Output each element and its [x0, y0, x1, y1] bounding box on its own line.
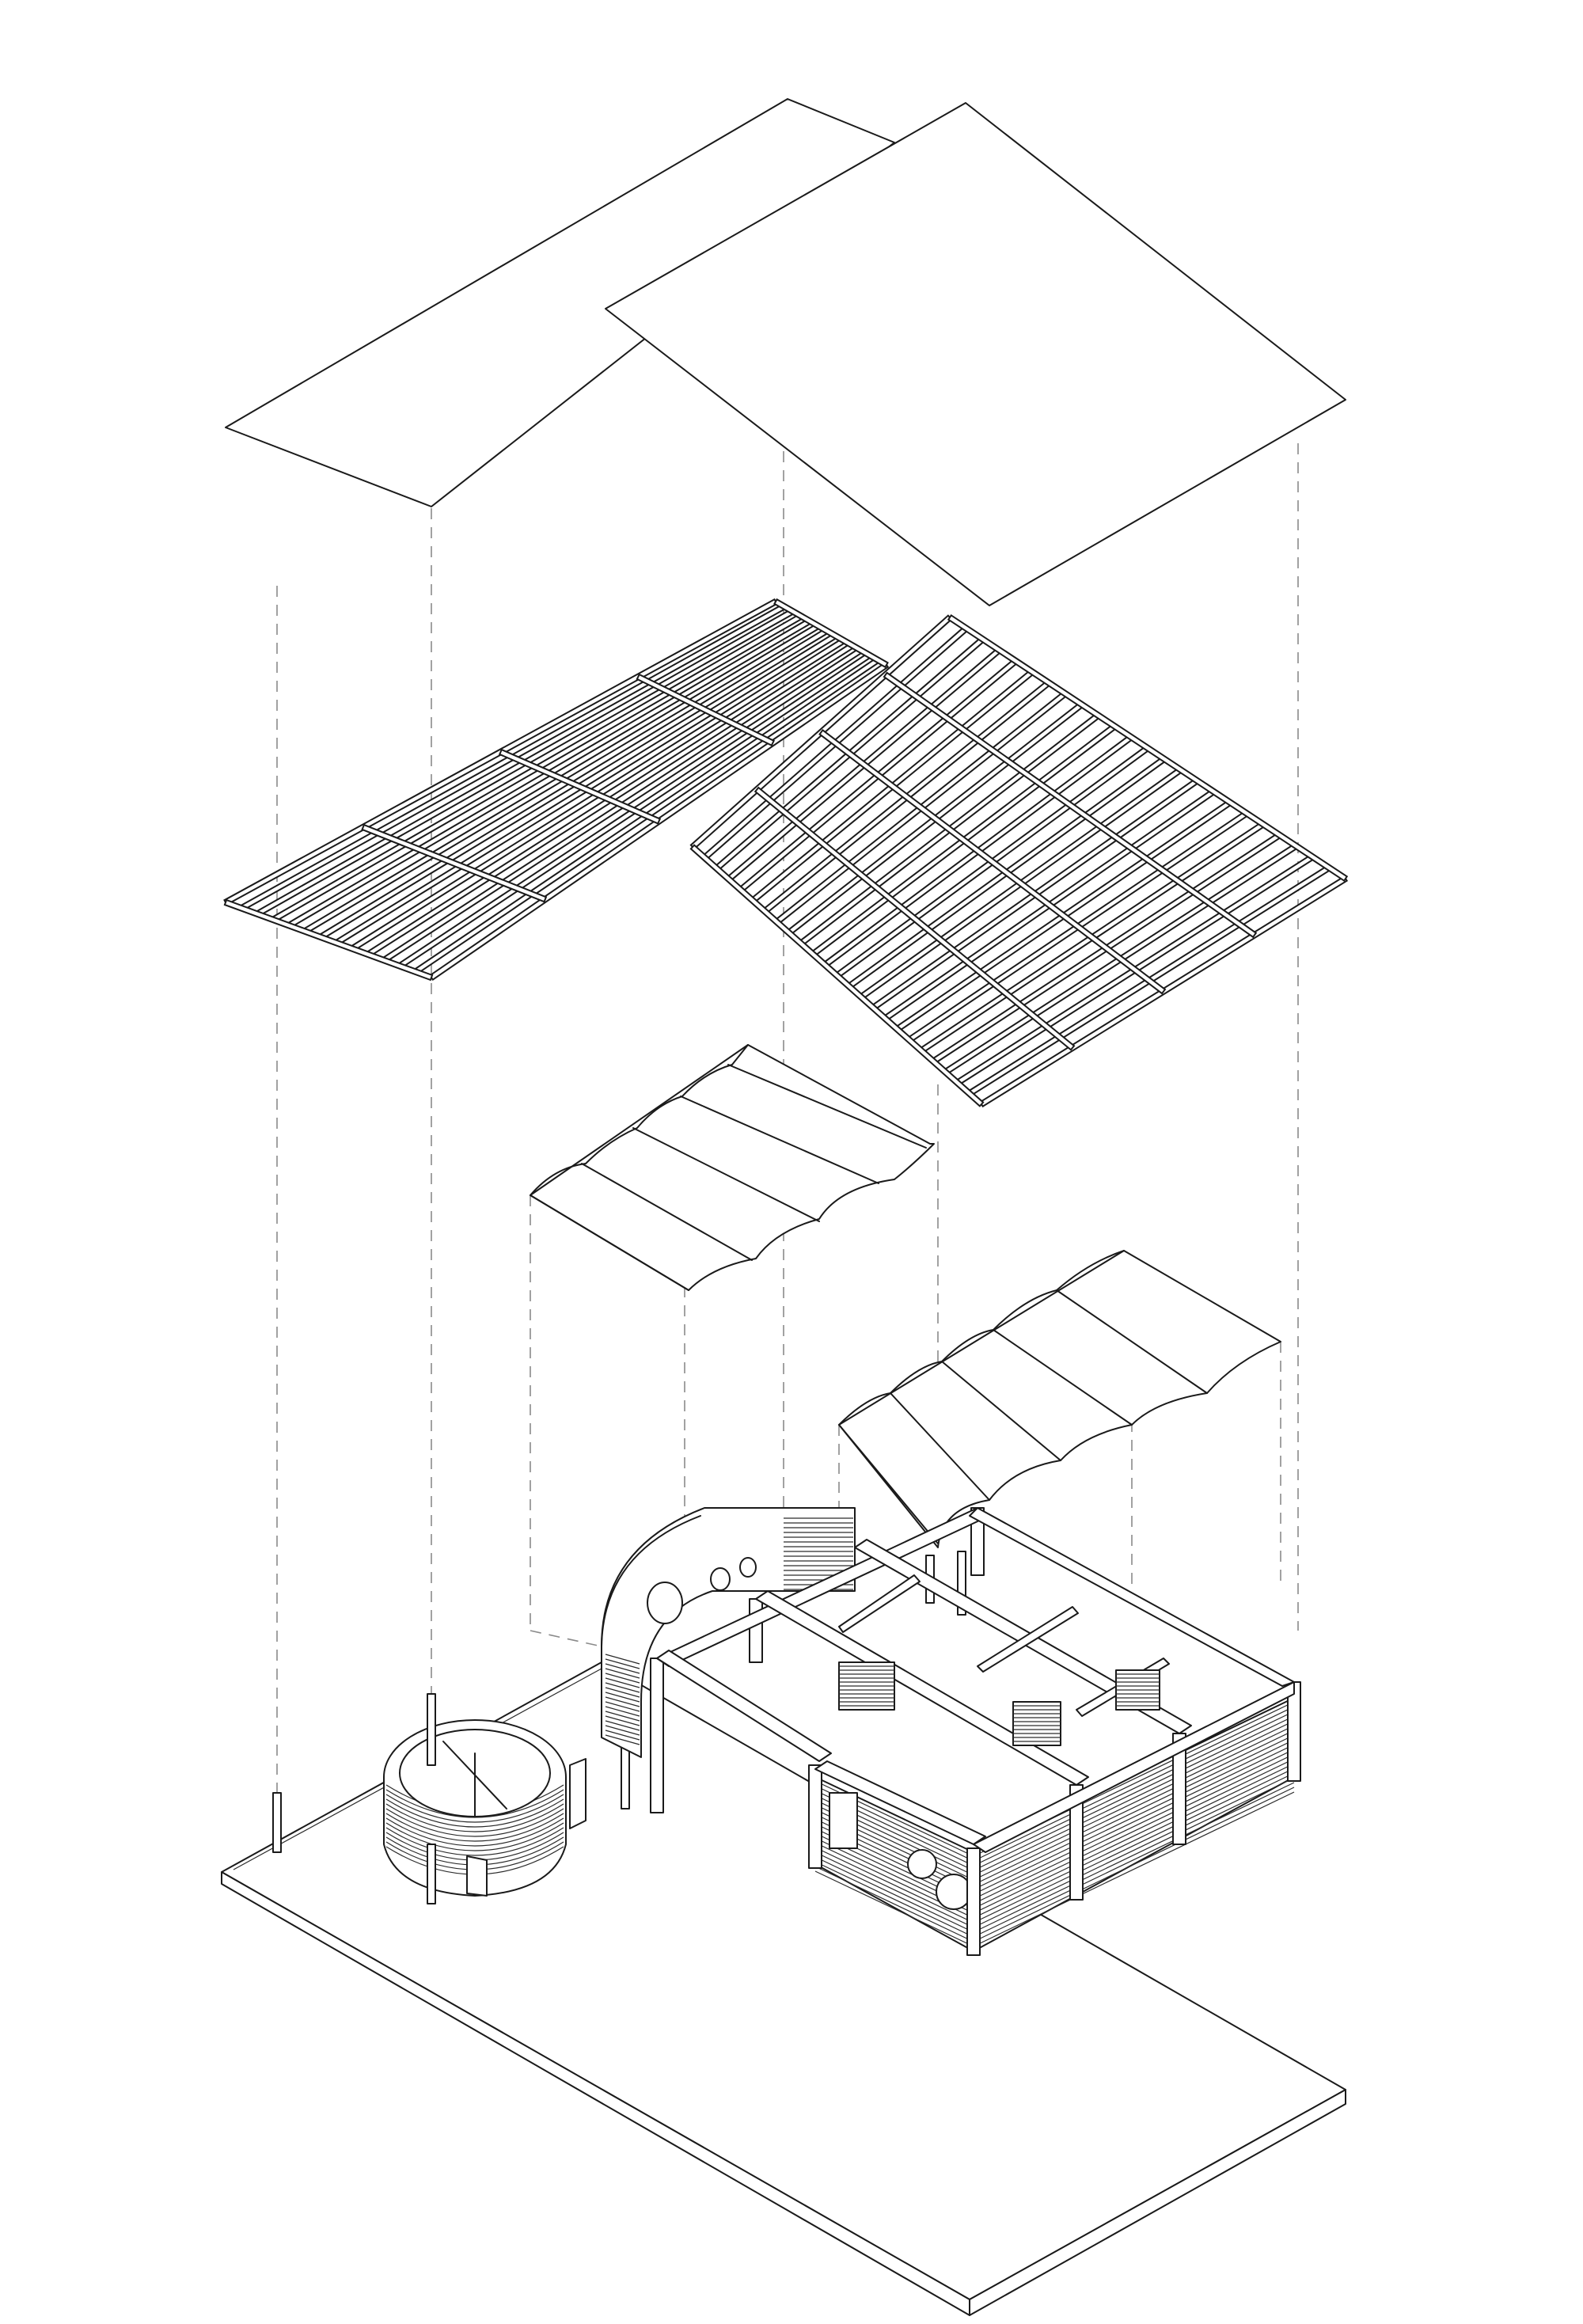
- purlin-left: [498, 748, 662, 825]
- frame-post: [650, 1658, 664, 1813]
- purlin-right: [689, 844, 985, 1107]
- roof-panels: [225, 98, 1346, 606]
- purlin-right: [883, 671, 1258, 939]
- frame-post: [808, 1764, 822, 1869]
- fabric-canopy-right: [838, 1250, 1281, 1548]
- purlin-left: [223, 898, 434, 982]
- frame-post: [966, 1847, 981, 1956]
- rafter-grid: [223, 598, 1349, 1108]
- purlin-right: [818, 729, 1167, 995]
- walls-and-frame: [272, 1507, 1301, 1956]
- purlin-right: [754, 786, 1076, 1051]
- slab-edge-right: [969, 2089, 1346, 2316]
- purlin-left: [361, 823, 548, 903]
- frame-post: [749, 1598, 763, 1663]
- purlin-left: [773, 598, 889, 669]
- main-frame-building: [650, 1507, 1301, 1956]
- fabric-canopy-left: [530, 1044, 935, 1291]
- canopy-right-surface: [838, 1250, 1281, 1548]
- purlin-left: [636, 673, 776, 746]
- curved-wall: [601, 1507, 856, 1758]
- roof-panel-left: [225, 98, 895, 507]
- roof-panel-right: [605, 102, 1346, 606]
- purlin-right: [947, 613, 1349, 883]
- canopy-left-surface: [530, 1044, 935, 1291]
